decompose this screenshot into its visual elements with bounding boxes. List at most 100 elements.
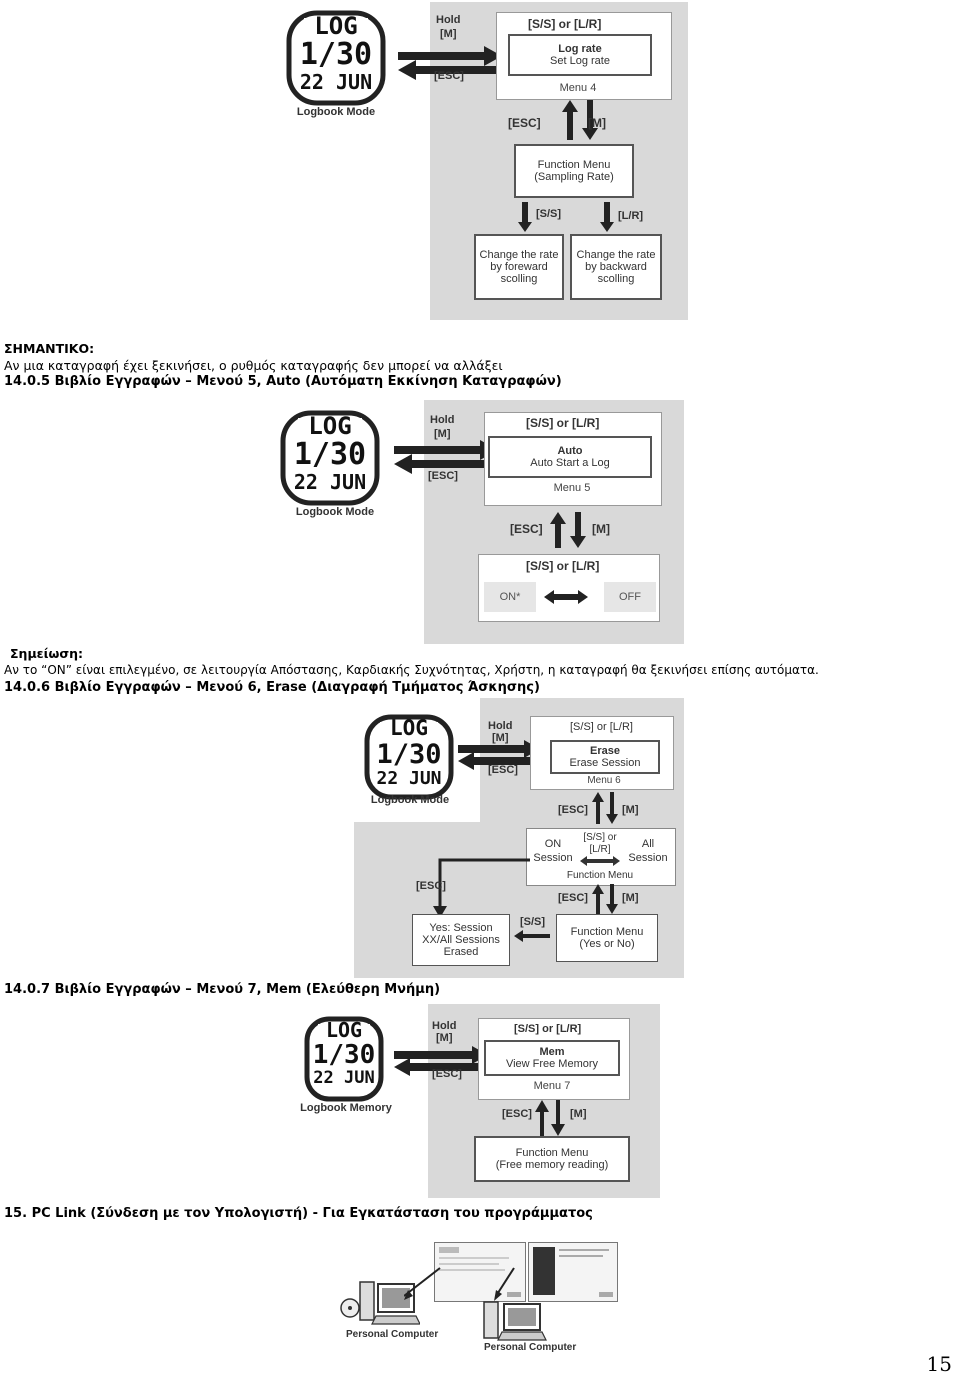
- m-key-label: [M]: [440, 28, 457, 40]
- section-14-0-7-title: Βιβλίο Εγγραφών – Μενού 7, Mem (Ελεύθερη…: [54, 982, 441, 997]
- menu7-subtitle: View Free Memory: [505, 1058, 599, 1070]
- pc-caption-1: Personal Computer: [346, 1329, 439, 1340]
- left-right-arrow-icon: [544, 590, 588, 604]
- backward-line3: scolling: [597, 273, 635, 285]
- m-key-label-2: [M]: [622, 804, 639, 816]
- mode-arrows-icon: [394, 1046, 488, 1076]
- yes-no-function-box[interactable]: Function Menu (Yes or No): [556, 914, 658, 962]
- session-select-frame: [526, 828, 676, 886]
- menu5-auto-box[interactable]: Auto Auto Start a Log: [488, 436, 652, 478]
- watch-icon: [304, 1016, 384, 1102]
- updown-arrows-icon-2: [592, 884, 618, 914]
- mode-arrows-icon: [394, 440, 498, 474]
- all-session-line1: All: [641, 838, 655, 850]
- menu5-number: Menu 5: [553, 482, 591, 494]
- ss-or-lr-label: [S/S] or [L/R]: [526, 416, 600, 430]
- menu7-mem-box[interactable]: Mem View Free Memory: [484, 1040, 620, 1076]
- watch-caption: Logbook Mode: [295, 506, 375, 518]
- m-key-label-2: [M]: [588, 116, 606, 130]
- menu4-lograte-box[interactable]: Log rate Set Log rate: [508, 34, 652, 76]
- hold-label: Hold: [488, 720, 513, 732]
- esc-key-label: [ESC]: [428, 470, 458, 482]
- updown-arrows-icon: [562, 100, 598, 140]
- memory-line2: (Free memory reading): [495, 1159, 609, 1171]
- watch-line-log: LOG: [325, 1018, 363, 1042]
- esc-key-label: [ESC]: [432, 1068, 462, 1080]
- watch-display: LOG 1/30 22 JUN: [304, 1020, 384, 1087]
- option-on-box[interactable]: ON*: [484, 582, 536, 612]
- menu6-erase-box[interactable]: Erase Erase Session: [550, 740, 660, 774]
- watch-display: LOG 1/30 22 JUN: [280, 414, 380, 492]
- watch-line-log: LOG: [314, 12, 358, 40]
- erased-line1: Yes: Session: [429, 922, 493, 934]
- lr-label-small: [L/R]: [589, 843, 611, 855]
- installer-screenshot-2: [528, 1242, 618, 1302]
- on-session-line2: Session: [533, 851, 573, 864]
- ss-or-lr-label: [S/S] or [L/R]: [570, 721, 633, 733]
- function-menu-memory-box[interactable]: Function Menu (Free memory reading): [474, 1136, 630, 1182]
- backward-scroll-box[interactable]: Change the rate by backward scolling: [570, 234, 662, 300]
- ss-or-lr-label-2: [S/S] or [L/R]: [526, 559, 600, 573]
- note-heading: Σημείωση:: [10, 646, 83, 661]
- updown-arrows-icon: [550, 512, 586, 548]
- section-14-0-5-title: Βιβλίο Εγγραφών – Μενού 5, Auto (Αυτόματ…: [54, 374, 562, 389]
- computer-icon: [340, 1281, 420, 1325]
- watch-line-date: 1/30: [312, 1040, 376, 1070]
- loop-back-arrow-icon: [433, 858, 530, 918]
- esc-key-label: [ESC]: [488, 764, 518, 776]
- updown-arrows-icon: [592, 792, 618, 824]
- backward-line1: Change the rate: [576, 249, 656, 261]
- ss-key-label: [S/S]: [536, 208, 562, 220]
- section-14-0-7-number: 14.0.7: [4, 982, 51, 997]
- section-14-0-5: 14.0.5 Βιβλίο Εγγραφών – Μενού 5, Auto (…: [4, 374, 562, 389]
- note-text: Αν το “ON” είναι επιλεγμένο, σε λειτουργ…: [4, 663, 819, 677]
- menu6-number: Menu 6: [587, 775, 621, 786]
- ss-or-lr-small: [S/S] or [L/R]: [576, 832, 624, 855]
- m-key-label: [M]: [436, 1032, 453, 1044]
- watch-line-log: LOG: [390, 716, 428, 740]
- menu4-subtitle: Set Log rate: [550, 55, 610, 67]
- watch-caption: Logbook Mode: [296, 106, 376, 118]
- esc-key-label-2: [ESC]: [558, 804, 588, 816]
- m-key-label-3: [M]: [622, 892, 639, 904]
- section-14-0-7: 14.0.7 Βιβλίο Εγγραφών – Μενού 7, Mem (Ε…: [4, 982, 440, 997]
- important-heading: ΣΗΜΑΝΤΙΚΟ:: [4, 341, 95, 356]
- section-15-number: 15.: [4, 1206, 28, 1221]
- hold-label: Hold: [432, 1020, 457, 1032]
- menu7-number: Menu 7: [533, 1080, 571, 1092]
- on-session-line1: ON: [544, 838, 562, 850]
- menu7-title: Mem: [539, 1046, 565, 1058]
- yes-no-line1: Function Menu: [570, 926, 644, 938]
- esc-key-label-4: [ESC]: [416, 880, 446, 892]
- forward-scroll-box[interactable]: Change the rate by foreward scolling: [474, 234, 564, 300]
- erased-result-box[interactable]: Yes: Session XX/All Sessions Erased: [412, 914, 510, 966]
- all-session-option[interactable]: All Session: [624, 838, 672, 866]
- updown-arrows-icon: [535, 1100, 565, 1136]
- watch-line-month: 22 JUN: [313, 1068, 375, 1088]
- forward-line3: scolling: [500, 273, 538, 285]
- important-text: Αν μια καταγραφή έχει ξεκινήσει, ο ρυθμό…: [4, 358, 503, 373]
- left-right-arrow-icon: [580, 856, 620, 866]
- esc-key-label-3: [ESC]: [558, 892, 588, 904]
- m-key-label-2: [M]: [570, 1108, 587, 1120]
- down-arrow-icon: [518, 202, 532, 232]
- function-menu-sampling-box[interactable]: Function Menu (Sampling Rate): [514, 144, 634, 198]
- watch-caption: Logbook Memory: [300, 1102, 392, 1114]
- section-14-0-5-number: 14.0.5: [4, 374, 51, 389]
- section-14-0-6-title: Βιβλίο Εγγραφών – Μενού 6, Erase (Διαγρα…: [54, 680, 540, 695]
- watch-line-date: 1/30: [299, 37, 373, 72]
- section-15-title: PC Link (Σύνδεση με τον Υπολογιστή) - Γι…: [31, 1206, 593, 1221]
- on-session-option[interactable]: ON Session: [530, 838, 576, 866]
- watch-caption: Logbook Mode: [370, 794, 450, 806]
- menu5-subtitle: Auto Start a Log: [530, 457, 610, 469]
- menu5-title: Auto: [557, 445, 583, 457]
- option-off-box[interactable]: OFF: [604, 582, 656, 612]
- pc-caption-2: Personal Computer: [484, 1342, 577, 1353]
- watch-line-month: 22 JUN: [293, 470, 367, 494]
- esc-key-label-2: [ESC]: [508, 116, 541, 130]
- section-14-0-6: 14.0.6 Βιβλίο Εγγραφών – Μενού 6, Erase …: [4, 680, 540, 695]
- watch-line-log: LOG: [308, 412, 352, 440]
- menu6-title: Erase: [590, 745, 620, 757]
- connection-arrows-icon: [404, 1267, 515, 1301]
- watch-display: LOG 1/30 22 JUN: [286, 14, 386, 92]
